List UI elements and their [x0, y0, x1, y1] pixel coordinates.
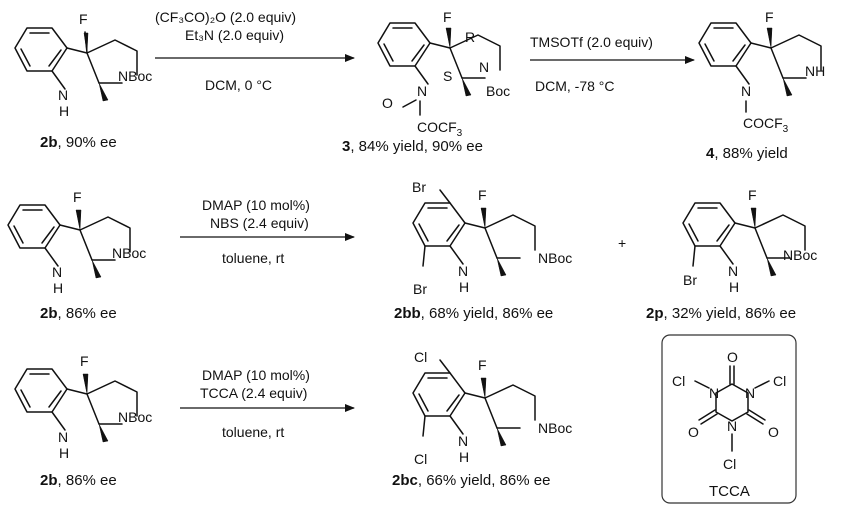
step1-reagent-2: Et₃N (2.0 equiv) — [185, 27, 284, 43]
compound-2b-row1: F NBoc N H — [14, 11, 152, 119]
step2-reagent: TMSOTf (2.0 equiv) — [530, 34, 653, 50]
compound-2p: F NBoc N H Br — [682, 187, 817, 295]
nboc-group: NBoc — [538, 250, 572, 266]
chlorine-right: Cl — [773, 373, 786, 389]
step2-conditions: DCM, -78 °C — [535, 78, 615, 94]
caption-2b-row1: 2b, 90% ee — [40, 134, 117, 151]
indoline-nh-h: H — [53, 280, 63, 296]
indoline-nh-h: H — [59, 103, 69, 119]
stereo-s: S — [443, 68, 452, 84]
n-bottom: N — [727, 418, 737, 434]
nboc-group: NBoc — [118, 409, 152, 425]
oxygen-right: O — [768, 424, 779, 440]
nh-group: NH — [805, 63, 825, 79]
indoline-nh-n: N — [58, 429, 68, 445]
carbonyl-o: O — [382, 95, 393, 111]
compound-2bb: F NBoc N H Br Br — [412, 179, 572, 297]
indoline-nh-n: N — [728, 263, 738, 279]
nboc-group: NBoc — [783, 247, 817, 263]
n-atom-acyl: N — [417, 83, 427, 99]
caption-3: 3, 84% yield, 90% ee — [342, 138, 483, 155]
nboc-group: NBoc — [112, 245, 146, 261]
bromine-atom-5: Br — [412, 179, 426, 195]
tcca-label: TCCA — [709, 483, 750, 500]
nbs-catalyst: DMAP (10 mol%) — [202, 197, 310, 213]
compound-2bc: F NBoc N H Cl Cl — [412, 349, 572, 467]
step1-conditions: DCM, 0 °C — [205, 77, 272, 93]
compound-4: F NH N COCF3 — [698, 9, 825, 135]
caption-2b-row2: 2b, 86% ee — [40, 305, 117, 322]
tcca-reagent: TCCA (2.4 equiv) — [200, 385, 307, 401]
fluorine-atom: F — [748, 187, 757, 203]
fluorine-atom: F — [478, 187, 487, 203]
caption-2bc: 2bc, 66% yield, 86% ee — [392, 472, 550, 489]
nboc-group: NBoc — [538, 420, 572, 436]
boc-group: Boc — [486, 83, 510, 99]
bromine-atom-7: Br — [413, 281, 427, 297]
indoline-nh-n: N — [458, 263, 468, 279]
caption-2bb: 2bb, 68% yield, 86% ee — [394, 305, 553, 322]
tcca-catalyst: DMAP (10 mol%) — [202, 367, 310, 383]
fluorine-atom: F — [79, 11, 88, 27]
tcca-conditions: toluene, rt — [222, 424, 284, 440]
chlorine-bottom: Cl — [723, 456, 736, 472]
fluorine-atom: F — [73, 189, 82, 205]
caption-2p: 2p, 32% yield, 86% ee — [646, 305, 796, 322]
fluorine-atom: F — [478, 357, 487, 373]
cocf3-group: COCF3 — [743, 115, 789, 135]
n-left: N — [709, 385, 719, 401]
oxygen-left: O — [688, 424, 699, 440]
caption-4: 4, 88% yield — [706, 145, 788, 162]
n-atom: N — [479, 59, 489, 75]
n-right: N — [745, 385, 755, 401]
chlorine-left: Cl — [672, 373, 685, 389]
fluorine-atom: F — [765, 9, 774, 25]
compound-3: F R S N Boc N O COCF3 — [377, 9, 510, 139]
caption-2b-row3: 2b, 86% ee — [40, 472, 117, 489]
indoline-nh-h: H — [459, 279, 469, 295]
nbs-reagent: NBS (2.4 equiv) — [210, 215, 309, 231]
indoline-nh-h: H — [729, 279, 739, 295]
n-atom-acyl: N — [741, 83, 751, 99]
indoline-nh-h: H — [59, 445, 69, 461]
chlorine-atom-7: Cl — [414, 451, 427, 467]
tcca-box — [661, 334, 797, 504]
bromine-atom-7: Br — [683, 272, 697, 288]
indoline-nh-n: N — [458, 433, 468, 449]
compound-2b-row2: F NBoc N H — [7, 189, 146, 296]
fluorine-atom: F — [443, 9, 452, 25]
oxygen-top: O — [727, 349, 738, 365]
plus-sign: + — [618, 235, 626, 251]
compound-2b-row3: F NBoc N H — [14, 353, 152, 461]
indoline-nh-n: N — [52, 264, 62, 280]
stereo-r: R — [465, 29, 475, 45]
fluorine-atom: F — [80, 353, 89, 369]
nbs-conditions: toluene, rt — [222, 250, 284, 266]
indoline-nh-h: H — [459, 449, 469, 465]
tcca-structure: O O O N N N Cl Cl Cl — [672, 349, 786, 472]
indoline-nh-n: N — [58, 87, 68, 103]
cocf3-group: COCF3 — [417, 119, 463, 139]
step1-reagent-1: (CF₃CO)₂O (2.0 equiv) — [155, 9, 296, 25]
chlorine-atom-5: Cl — [414, 349, 427, 365]
nboc-group: NBoc — [118, 68, 152, 84]
